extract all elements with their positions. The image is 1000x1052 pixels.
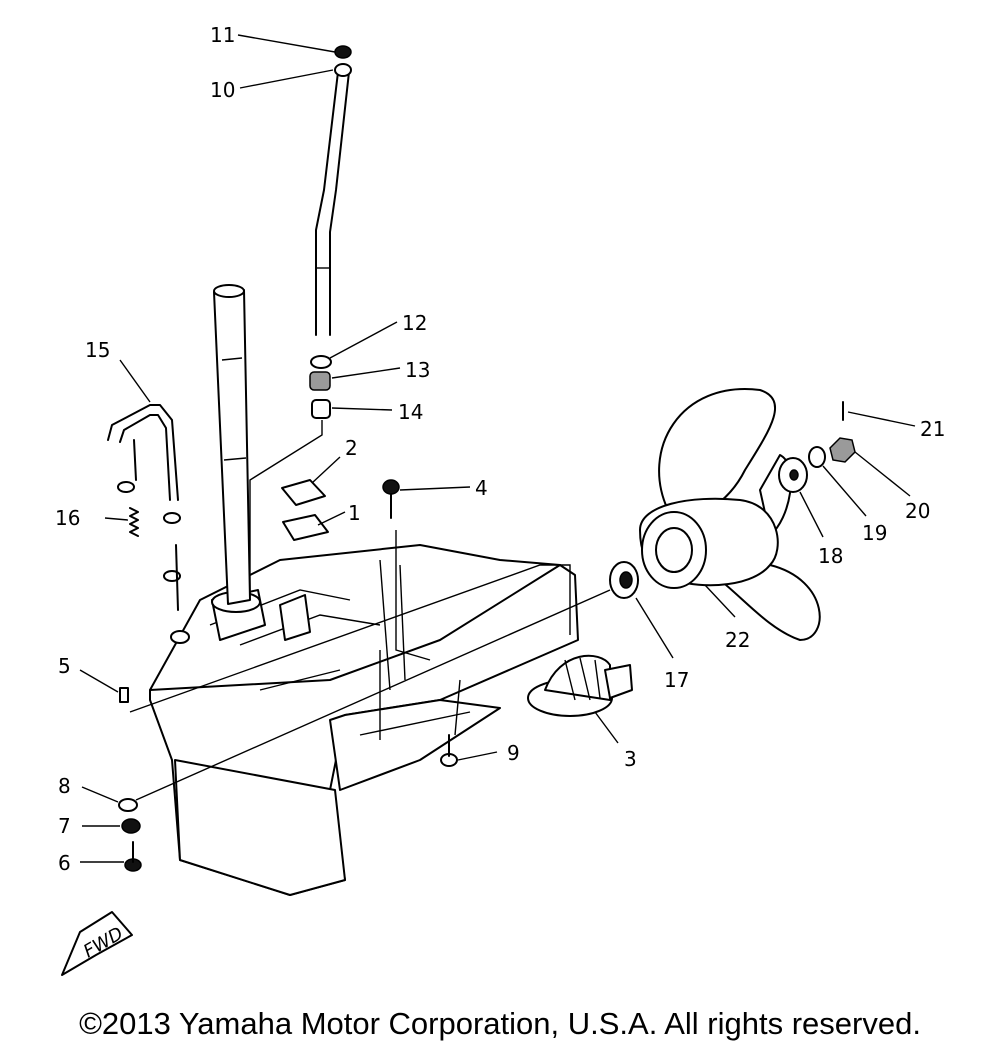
callout-22: 22	[725, 628, 750, 652]
callout-1: 1	[348, 501, 361, 525]
callout-18: 18	[818, 544, 843, 568]
callout-3: 3	[624, 747, 637, 771]
callout-20: 20	[905, 499, 930, 523]
callout-16: 16	[55, 506, 80, 530]
callout-15: 15	[85, 338, 110, 362]
drive-shaft	[213, 284, 251, 605]
part-15-shift-rod	[107, 404, 179, 501]
callout-5: 5	[58, 654, 71, 678]
part-13-seal	[309, 371, 331, 391]
fwd-arrow: FWD	[61, 911, 133, 976]
part-20-nut	[829, 437, 856, 463]
part-11-seal	[334, 45, 352, 59]
callout-6: 6	[58, 851, 71, 875]
part-9-bolt	[440, 734, 458, 767]
part-22-propeller	[639, 388, 821, 641]
part-16-spring	[117, 481, 190, 644]
callout-10: 10	[210, 78, 235, 102]
callout-19: 19	[862, 521, 887, 545]
callout-14: 14	[398, 400, 423, 424]
part-8-washer	[118, 798, 138, 812]
callout-9: 9	[507, 741, 520, 765]
callout-2: 2	[345, 436, 358, 460]
callouts: 11 10 12 13 14 15 16 2 1 4 5 8 7 6 9 3 1…	[55, 23, 945, 875]
part-17-thrust-washer	[609, 561, 639, 599]
part-2-seal	[281, 479, 326, 506]
part-5-pin	[119, 687, 129, 703]
callout-8: 8	[58, 774, 71, 798]
water-tube	[315, 63, 352, 336]
part-14-grommet	[311, 399, 331, 419]
part-1-seal	[282, 514, 329, 541]
callout-17: 17	[664, 668, 689, 692]
callout-12: 12	[402, 311, 427, 335]
part-18-washer	[778, 457, 808, 493]
part-19-washer	[808, 446, 826, 468]
callout-7: 7	[58, 814, 71, 838]
part-6-bolt	[124, 841, 142, 872]
callout-13: 13	[405, 358, 430, 382]
parts-diagram: FWD 11 10 12 13	[55, 23, 945, 976]
lower-unit-housing	[149, 544, 579, 896]
callout-11: 11	[210, 23, 235, 47]
callout-21: 21	[920, 417, 945, 441]
part-12-grommet	[310, 355, 332, 369]
copyright-notice: ©2013 Yamaha Motor Corporation, U.S.A. A…	[79, 1006, 921, 1041]
part-3-trim-tab	[527, 654, 633, 717]
callout-4: 4	[475, 476, 488, 500]
part-4-bolt	[382, 479, 400, 519]
part-7-washer	[121, 818, 141, 834]
leader-lines	[79, 34, 916, 863]
